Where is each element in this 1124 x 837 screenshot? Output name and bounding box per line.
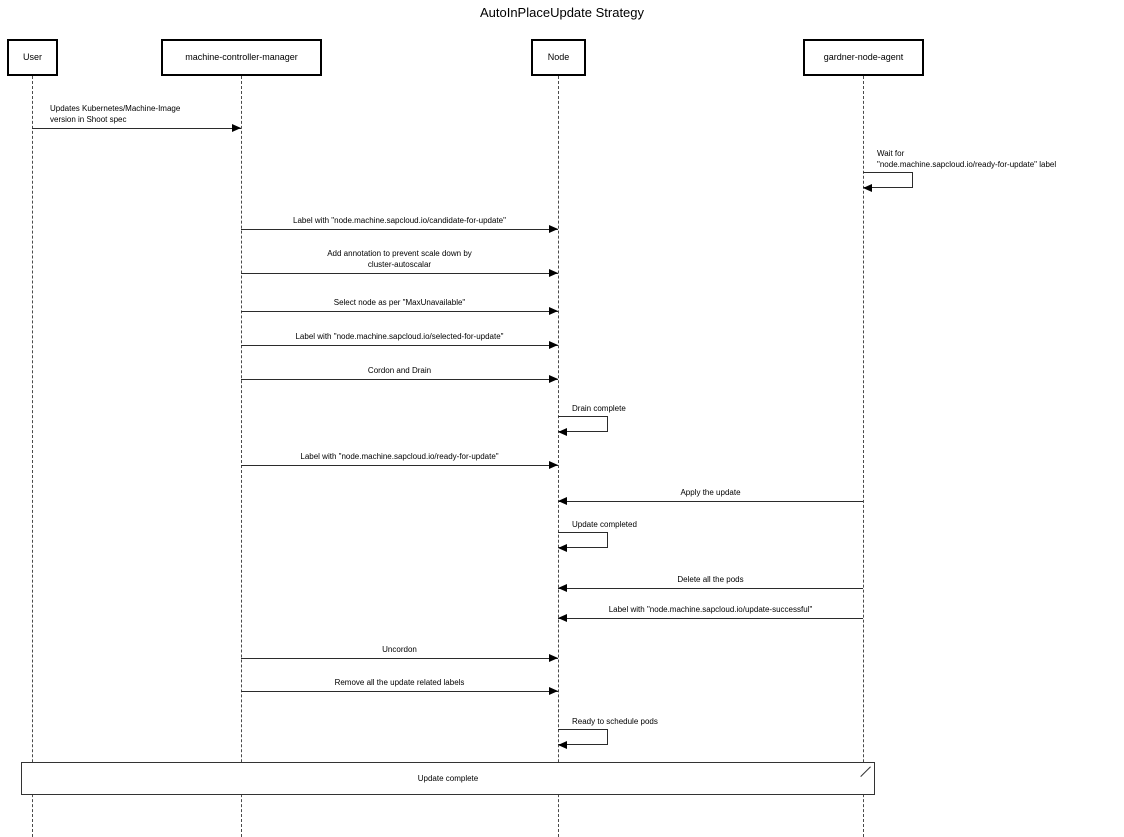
message-line	[241, 345, 558, 346]
message-arrowhead	[549, 687, 558, 695]
message-label: Update completed	[572, 520, 637, 529]
self-message-loop	[558, 532, 608, 548]
participant-mcm[interactable]: machine-controller-manager	[161, 39, 322, 76]
lifeline-mcm	[241, 76, 242, 837]
message-arrowhead	[558, 543, 567, 552]
message-arrowhead	[549, 225, 558, 233]
message-line	[241, 311, 558, 312]
message-arrowhead	[863, 183, 872, 192]
message-label: Updates Kubernetes/Machine-Image version…	[50, 104, 181, 124]
message-line	[241, 691, 558, 692]
message-label: Label with "node.machine.sapcloud.io/rea…	[300, 452, 499, 461]
message-line	[32, 128, 241, 129]
participant-gna[interactable]: gardner-node-agent	[803, 39, 924, 76]
message-label: Label with "node.machine.sapcloud.io/sel…	[295, 332, 504, 341]
message-label: Uncordon	[382, 645, 417, 654]
message-label: Remove all the update related labels	[334, 678, 465, 687]
message-line	[558, 588, 863, 589]
message-label: Ready to schedule pods	[572, 717, 658, 726]
participant-node[interactable]: Node	[531, 39, 586, 76]
message-label: Add annotation to prevent scale down by …	[327, 249, 472, 269]
message-arrowhead	[549, 461, 558, 469]
message-label: Drain complete	[572, 404, 626, 413]
message-label: Label with "node.machine.sapcloud.io/upd…	[608, 605, 813, 614]
lifeline-gna	[863, 76, 864, 837]
lifeline-user	[32, 76, 33, 837]
message-line	[241, 658, 558, 659]
message-label: Wait for "node.machine.sapcloud.io/ready…	[877, 149, 1057, 169]
message-arrowhead	[549, 307, 558, 315]
self-message-loop	[558, 729, 608, 745]
self-message-loop	[558, 416, 608, 432]
note-box	[21, 762, 875, 795]
participant-label: User	[22, 52, 42, 62]
message-label: Label with "node.machine.sapcloud.io/can…	[293, 216, 506, 225]
message-line	[558, 618, 863, 619]
participant-label: gardner-node-agent	[823, 52, 904, 62]
message-arrowhead	[232, 124, 241, 132]
message-arrowhead	[549, 654, 558, 662]
self-message-loop	[863, 172, 913, 188]
note-text: Update complete	[417, 773, 479, 783]
participant-user[interactable]: User	[7, 39, 58, 76]
page-title: AutoInPlaceUpdate Strategy	[479, 5, 645, 20]
message-arrowhead	[549, 375, 558, 383]
lifeline-node	[558, 76, 559, 837]
participant-label: Node	[547, 52, 570, 62]
message-line	[558, 501, 863, 502]
participant-label: machine-controller-manager	[185, 52, 298, 62]
message-label: Select node as per "MaxUnavailable"	[333, 298, 466, 307]
message-line	[241, 229, 558, 230]
message-arrowhead	[558, 584, 567, 592]
message-arrowhead	[558, 614, 567, 622]
note-fold-corner-icon	[861, 763, 874, 776]
message-arrowhead	[558, 740, 567, 749]
message-label: Delete all the pods	[677, 575, 744, 584]
message-arrowhead	[549, 341, 558, 349]
message-arrowhead	[549, 269, 558, 277]
message-line	[241, 273, 558, 274]
message-arrowhead	[558, 497, 567, 505]
message-line	[241, 465, 558, 466]
message-label: Cordon and Drain	[367, 366, 432, 375]
message-label: Apply the update	[680, 488, 741, 497]
message-line	[241, 379, 558, 380]
message-arrowhead	[558, 427, 567, 436]
